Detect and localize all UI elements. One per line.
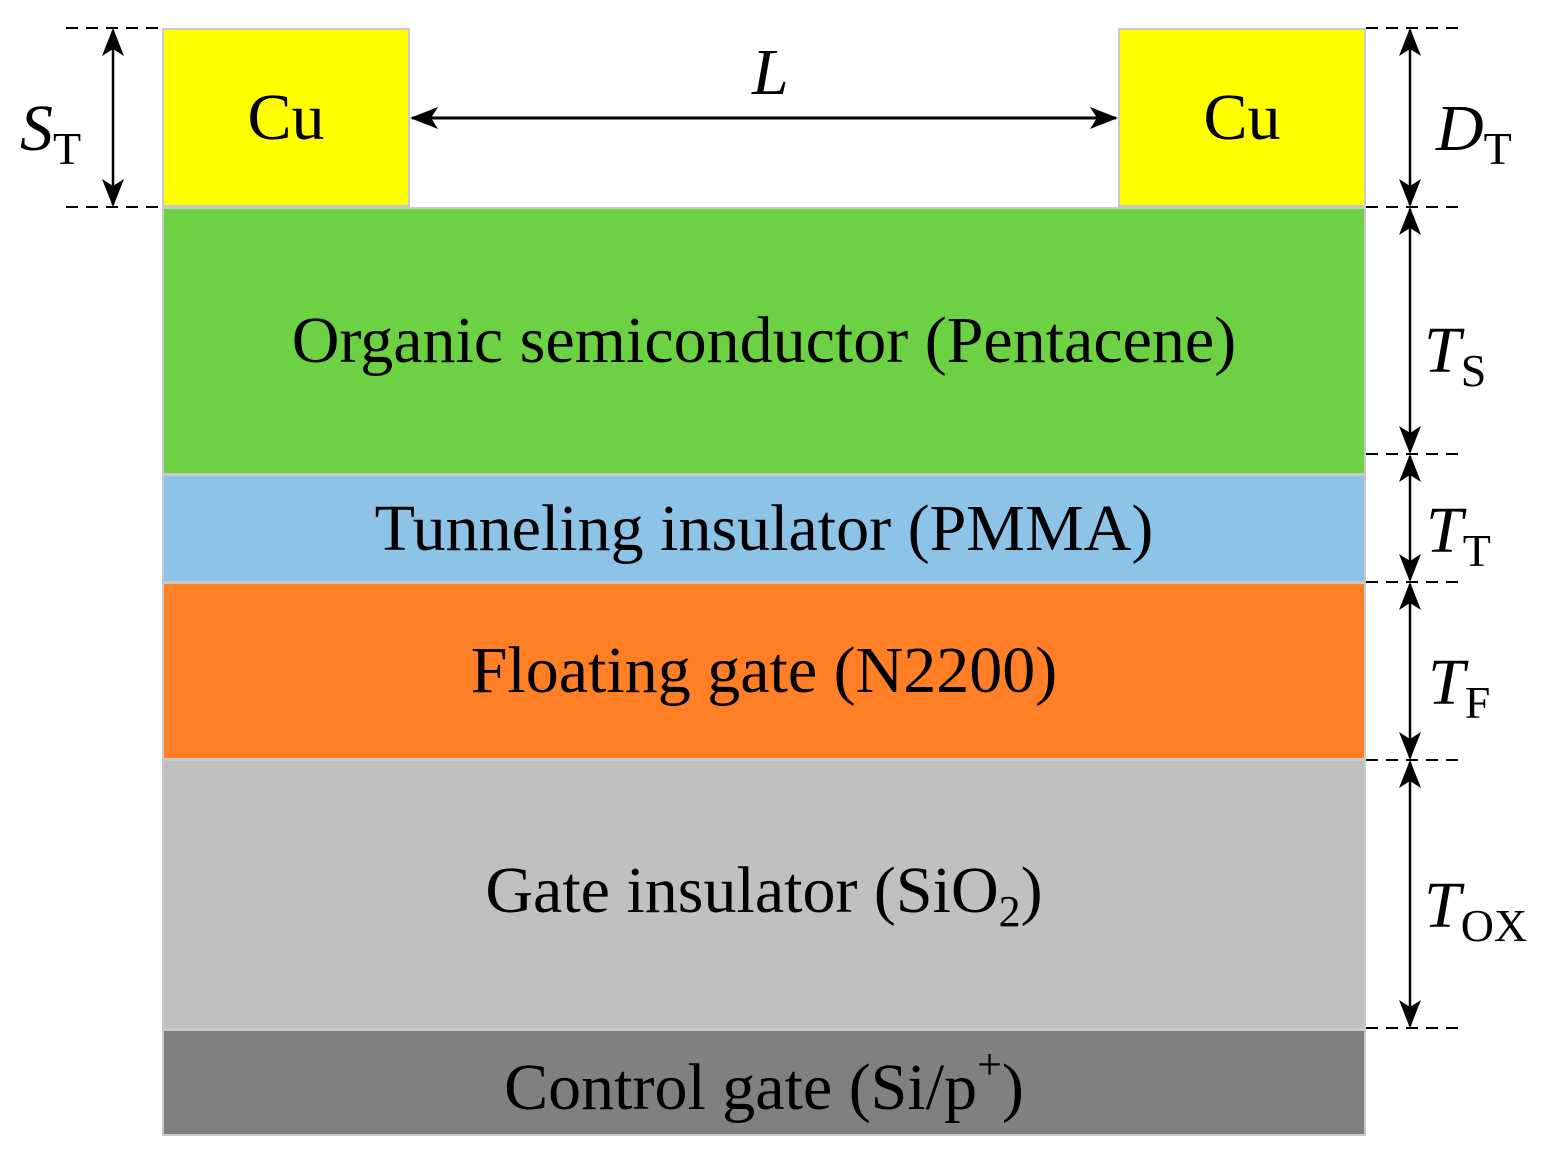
drain-contact: Cu xyxy=(1118,28,1366,207)
gate-insulator-layer: Gate insulator (SiO2) xyxy=(162,759,1366,1030)
channel-length-label: L xyxy=(752,36,789,109)
floating-gate-thickness-label: TF xyxy=(1428,646,1491,728)
drain-thickness-label: DT xyxy=(1436,92,1512,174)
gate-insulator-layer-label: Gate insulator (SiO2) xyxy=(485,853,1043,936)
control-gate-layer: Control gate (Si/p+) xyxy=(162,1029,1366,1136)
source-contact: Cu xyxy=(162,28,410,207)
control-gate-layer-label: Control gate (Si/p+) xyxy=(504,1040,1024,1124)
semiconductor-thickness-label: TS xyxy=(1424,314,1487,396)
floating-gate-layer: Floating gate (N2200) xyxy=(162,582,1366,760)
oxide-thickness-label: TOX xyxy=(1424,869,1528,951)
source-thickness-label: ST xyxy=(20,92,82,174)
tunneling-layer: Tunneling insulator (PMMA) xyxy=(162,474,1366,583)
drain-contact-label: Cu xyxy=(1203,80,1281,154)
source-contact-label: Cu xyxy=(247,80,325,154)
semiconductor-layer: Organic semiconductor (Pentacene) xyxy=(162,207,1366,475)
tunneling-thickness-label: TT xyxy=(1426,494,1491,576)
semiconductor-layer-label: Organic semiconductor (Pentacene) xyxy=(291,304,1237,377)
tunneling-layer-label: Tunneling insulator (PMMA) xyxy=(374,491,1154,565)
floating-gate-layer-label: Floating gate (N2200) xyxy=(470,634,1058,707)
